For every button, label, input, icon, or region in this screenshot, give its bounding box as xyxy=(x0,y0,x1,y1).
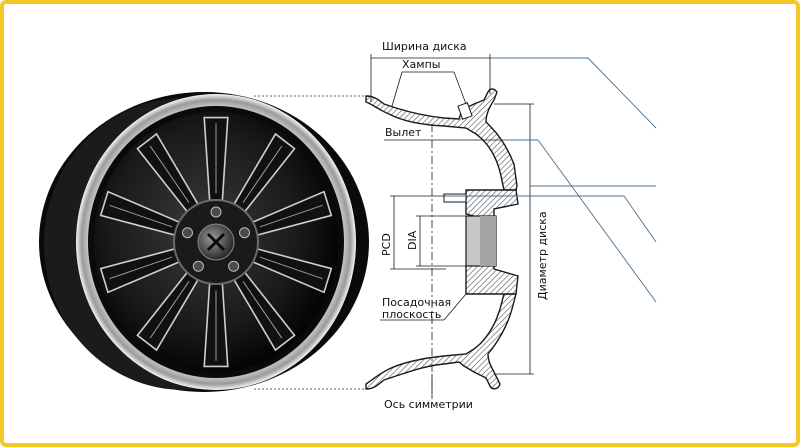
hump-detail xyxy=(457,102,473,120)
center-bore-shade xyxy=(480,216,496,266)
lug-nut xyxy=(181,227,193,239)
projection-lines xyxy=(254,95,366,390)
rim-profile-top xyxy=(365,88,518,191)
label-offset: Вылет xyxy=(385,126,422,139)
label-symmetry-axis: Ось симметрии xyxy=(384,398,473,411)
wheel-image xyxy=(39,92,369,392)
dimension-lines xyxy=(370,54,534,375)
wheel-bolt xyxy=(443,193,467,203)
label-pcd: PCD xyxy=(380,233,393,256)
lug-nut xyxy=(192,260,204,272)
rim-cross-section xyxy=(365,88,519,390)
lug-nut xyxy=(210,206,222,218)
label-mounting-surface-1: Посадочная xyxy=(382,296,451,309)
wheel-lug-nuts xyxy=(181,206,251,272)
rim-profile-bottom xyxy=(365,293,517,390)
label-mounting-surface-2: плоскость xyxy=(382,308,441,321)
label-dia: DIA xyxy=(406,230,419,250)
wheel-cap-logo xyxy=(206,232,226,252)
lug-nut xyxy=(239,227,251,239)
lug-nut xyxy=(228,260,240,272)
leader-lines xyxy=(446,57,657,303)
label-humps: Хампы xyxy=(402,58,440,71)
wheel-diagram: Ширина диска Хампы Вылет PCD DIA Посадоч… xyxy=(39,40,657,411)
label-rim-diameter: Диаметр диска xyxy=(536,211,549,300)
label-rim-width: Ширина диска xyxy=(382,40,467,53)
